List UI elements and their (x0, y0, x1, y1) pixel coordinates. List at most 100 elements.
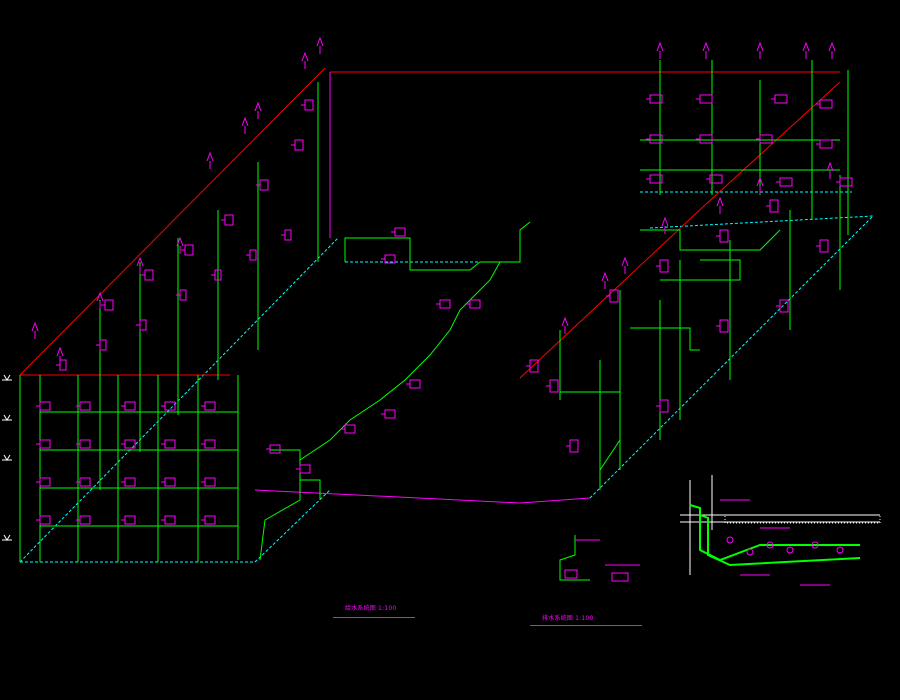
fixture-53 (569, 439, 579, 453)
vent-marker-19 (716, 196, 724, 207)
detail-valve-1 (746, 548, 754, 556)
level-marker-triangle-1 (3, 414, 11, 421)
vent-marker-1 (56, 346, 64, 357)
detail-pipe-run-lower (699, 514, 861, 567)
ground-line-diagonal-left (19, 237, 339, 563)
ground-line-diagonal-right (589, 215, 874, 499)
fixture-46 (609, 289, 619, 303)
branch-right-middle (660, 259, 741, 281)
right-drawing-title: 排水系统图 1:100 (542, 615, 594, 622)
vent-marker-14 (828, 41, 836, 52)
fixture-40 (759, 134, 773, 144)
fixture-49 (769, 199, 779, 213)
leader-link-bottom-right (519, 497, 591, 504)
level-marker-triangle-3 (3, 534, 11, 541)
roof-edge-layer (19, 67, 841, 379)
vent-marker-4 (176, 236, 184, 247)
vent-marker-16 (601, 271, 609, 282)
fixture-19 (204, 515, 216, 525)
ground-line-stub (254, 489, 331, 563)
branch-right-lower (630, 327, 700, 351)
vent-marker-6 (241, 116, 249, 127)
pipe-middle-stepped-run (259, 261, 501, 561)
fixture-26 (304, 99, 314, 111)
fixture-63 (469, 299, 481, 309)
fixture-9 (204, 439, 216, 449)
fixture-4 (204, 401, 216, 411)
fixture-47 (659, 259, 669, 273)
vent-marker-12 (756, 41, 764, 52)
branch-right-bend (640, 229, 781, 251)
pipe-lower-middle-loop (270, 449, 321, 500)
vent-marker-17 (621, 256, 629, 267)
fixture-30 (179, 289, 187, 301)
fixture-14 (204, 477, 216, 487)
ground-line-layer (19, 191, 874, 563)
pipe-upper-middle-run (344, 221, 531, 271)
fixture-22 (184, 244, 194, 256)
small-detail-fixture (564, 569, 578, 579)
fixture-45 (839, 177, 853, 187)
fixture-layer (36, 94, 853, 525)
fixture-29 (139, 319, 147, 331)
vent-marker-15 (561, 316, 569, 327)
detail-valve-5 (836, 546, 844, 554)
fixture-57 (269, 444, 281, 454)
fixture-39 (699, 134, 713, 144)
detail-valve-2 (766, 541, 774, 549)
fixture-41 (819, 139, 833, 149)
fixture-13 (164, 477, 176, 487)
fixture-12 (124, 477, 136, 487)
fixture-8 (164, 439, 176, 449)
vent-marker-18 (661, 216, 669, 227)
fixture-28 (99, 339, 107, 351)
fixture-17 (124, 515, 136, 525)
fixture-65 (394, 227, 406, 237)
fixture-35 (699, 94, 713, 104)
fixture-3 (164, 401, 176, 411)
fixture-16 (79, 515, 91, 525)
roof-edge-left-diagonal (19, 67, 326, 376)
ground-line-mid-right (649, 215, 874, 229)
vent-marker-11 (702, 41, 710, 52)
fixture-15 (39, 515, 51, 525)
fixture-24 (259, 179, 269, 191)
vent-marker-0 (31, 321, 39, 332)
detail-pipe-run (689, 504, 860, 562)
detail-valve-0 (726, 536, 734, 544)
vent-marker-7 (254, 101, 262, 112)
branch-right-front (560, 391, 621, 471)
level-marker-triangle-0 (3, 374, 11, 381)
vent-marker-13 (802, 41, 810, 52)
fixture-52 (549, 379, 559, 393)
leader-link-bottom (254, 489, 521, 504)
fixture-36 (774, 94, 788, 104)
right-title-underline (530, 625, 642, 626)
fixture-23 (224, 214, 234, 226)
roof-edge-right-diagonal (519, 204, 706, 379)
fixture-6 (79, 439, 91, 449)
small-detail-pipe (559, 535, 590, 581)
fixture-62 (439, 299, 451, 309)
fixture-1 (79, 401, 91, 411)
fixture-48 (719, 229, 729, 243)
fixture-58 (299, 464, 311, 474)
small-detail-fixture-2 (611, 572, 629, 582)
fixture-21 (144, 269, 154, 281)
fixture-55 (719, 319, 729, 333)
vent-marker-21 (826, 161, 834, 172)
vent-marker-2 (96, 291, 104, 302)
fixture-37 (819, 99, 833, 109)
fixture-10 (39, 477, 51, 487)
fixture-5 (39, 439, 51, 449)
vent-marker-10 (656, 41, 664, 52)
fixture-25 (294, 139, 304, 151)
fixture-54 (659, 399, 669, 413)
fixture-20 (104, 299, 114, 311)
vent-marker-20 (756, 176, 764, 187)
leader-line-layer (254, 72, 591, 504)
left-drawing-title: 给水系统图 1:100 (345, 605, 397, 612)
fixture-33 (284, 229, 292, 241)
level-marker-triangle-2 (3, 454, 11, 461)
detail-valve-3 (786, 546, 794, 554)
